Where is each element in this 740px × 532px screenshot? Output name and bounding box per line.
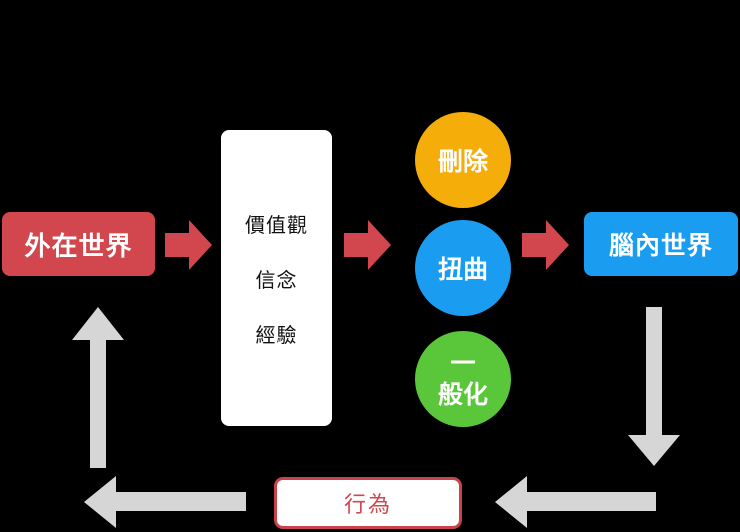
distort-label: 扭曲 — [437, 255, 488, 284]
gray-arrow-down — [628, 307, 680, 466]
gray-arrow-left-right-segment — [495, 476, 656, 528]
outer-world-label: 外在世界 — [24, 231, 133, 262]
generalize-label-line1: 一 — [450, 348, 476, 378]
distort-circle: 扭曲 — [415, 220, 511, 316]
filter-experience: 經驗 — [255, 322, 298, 347]
filter-beliefs: 信念 — [255, 267, 298, 292]
filter-box: 價值觀 信念 經驗 — [221, 130, 332, 426]
filter-values: 價值觀 — [245, 212, 308, 237]
inner-world-label: 腦內世界 — [608, 231, 713, 260]
gray-arrow-up — [72, 307, 124, 468]
red-arrow-1 — [165, 220, 212, 270]
behavior-label: 行為 — [343, 493, 392, 518]
gray-arrow-left-left-segment — [84, 476, 246, 528]
red-arrow-2 — [344, 220, 391, 270]
generalize-circle: 一 般化 — [415, 331, 511, 427]
red-arrow-3 — [522, 220, 569, 270]
behavior-box: 行為 — [274, 477, 462, 529]
delete-circle: 刪除 — [415, 112, 511, 208]
outer-world-box: 外在世界 — [2, 212, 155, 276]
generalize-label-line2: 般化 — [437, 380, 488, 409]
delete-label: 刪除 — [437, 147, 488, 176]
inner-world-box: 腦內世界 — [584, 212, 738, 276]
